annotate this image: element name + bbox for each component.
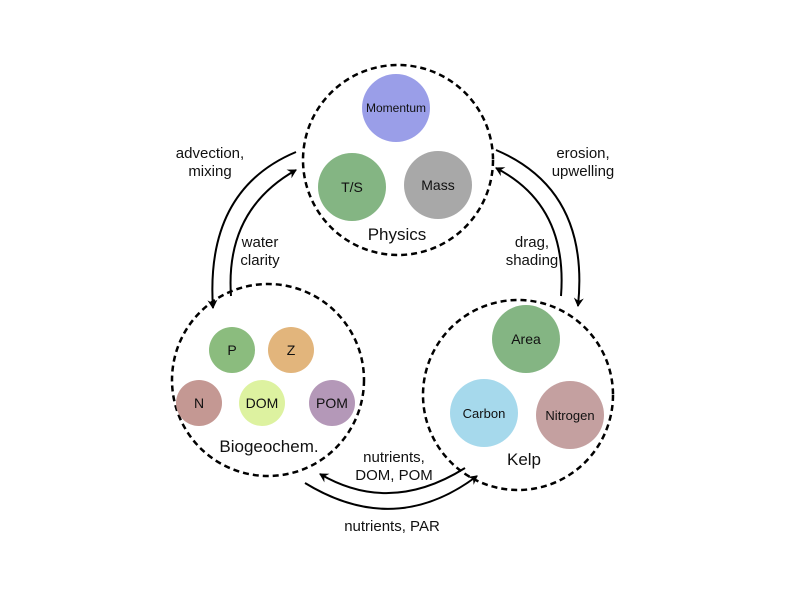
edge-label-physics-to-bgc-line1: advection, bbox=[176, 145, 244, 162]
group-kelp: Area Carbon Nitrogen Kelp bbox=[421, 298, 615, 492]
edge-label-physics-to-kelp-line1: erosion, bbox=[556, 145, 609, 162]
node-ts: T/S bbox=[318, 153, 386, 221]
edge-arrow-kelp-to-bgc bbox=[319, 467, 466, 495]
group-boundary-kelp bbox=[421, 298, 615, 492]
node-label: DOM bbox=[246, 395, 279, 411]
edge-arrow-bgc-to-kelp bbox=[304, 475, 478, 510]
node-circle bbox=[268, 327, 314, 373]
group-biogeochem: P Z N DOM POM Biogeochem. bbox=[170, 282, 366, 478]
edge-arrow-bgc-to-physics bbox=[229, 169, 297, 297]
node-z: Z bbox=[268, 327, 314, 373]
group-label-biogeochem: Biogeochem. bbox=[219, 437, 318, 456]
node-label: Mass bbox=[421, 177, 454, 193]
node-mass: Mass bbox=[404, 151, 472, 219]
node-label: T/S bbox=[341, 179, 363, 195]
node-n: N bbox=[176, 380, 222, 426]
group-label-kelp: Kelp bbox=[507, 450, 541, 469]
node-circle bbox=[492, 305, 560, 373]
group-boundary-biogeochem bbox=[170, 282, 366, 478]
edge-label-kelp-to-bgc-line1: nutrients, bbox=[363, 449, 425, 466]
edge-arrow-physics-to-bgc bbox=[207, 151, 297, 309]
node-label: Z bbox=[287, 342, 296, 358]
node-circle bbox=[176, 380, 222, 426]
edge-arrow-kelp-to-physics bbox=[495, 167, 563, 297]
edge-label-kelp-to-physics-line1: drag, bbox=[515, 234, 549, 251]
node-circle bbox=[450, 379, 518, 447]
node-circle bbox=[239, 380, 285, 426]
node-label: Momentum bbox=[366, 101, 426, 115]
group-boundary-physics bbox=[301, 63, 495, 257]
edge-label-bgc-to-kelp: nutrients, PAR bbox=[344, 518, 440, 535]
node-circle bbox=[309, 380, 355, 426]
edge-label-kelp-to-physics-line2: shading bbox=[506, 252, 559, 269]
node-label: N bbox=[194, 395, 204, 411]
node-circle bbox=[362, 74, 430, 142]
node-nitrogen: Nitrogen bbox=[536, 381, 604, 449]
node-circle bbox=[536, 381, 604, 449]
node-area: Area bbox=[492, 305, 560, 373]
node-p: P bbox=[209, 327, 255, 373]
edge-label-physics-to-bgc-line2: mixing bbox=[188, 163, 231, 180]
edge-label-bgc-to-physics-line1: water bbox=[241, 234, 279, 251]
node-pom: POM bbox=[309, 380, 355, 426]
node-circle bbox=[318, 153, 386, 221]
node-dom: DOM bbox=[239, 380, 285, 426]
node-label: POM bbox=[316, 395, 348, 411]
edge-label-kelp-to-bgc-line2: DOM, POM bbox=[355, 467, 433, 484]
edge-label-physics-to-kelp-line2: upwelling bbox=[552, 163, 615, 180]
node-momentum: Momentum bbox=[362, 74, 430, 142]
node-circle bbox=[209, 327, 255, 373]
group-physics: Momentum T/S Mass Physics bbox=[301, 63, 495, 257]
node-label: Carbon bbox=[463, 406, 506, 421]
edge-label-bgc-to-physics-line2: clarity bbox=[240, 252, 280, 269]
group-label-physics: Physics bbox=[368, 225, 427, 244]
node-carbon: Carbon bbox=[450, 379, 518, 447]
node-label: P bbox=[227, 342, 236, 358]
node-label: Nitrogen bbox=[545, 408, 594, 423]
edge-arrow-physics-to-kelp bbox=[495, 149, 584, 307]
node-circle bbox=[404, 151, 472, 219]
node-label: Area bbox=[511, 331, 541, 347]
